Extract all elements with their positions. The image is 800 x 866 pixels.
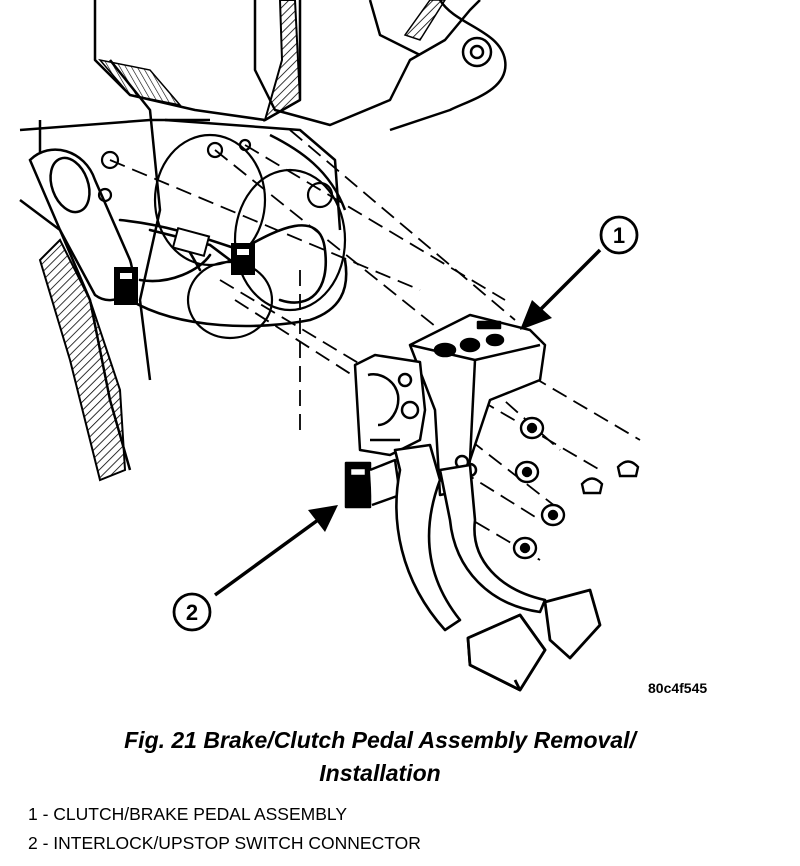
pedal-assembly-diagram: 1 2 bbox=[19, 0, 641, 692]
callout-1: 1 bbox=[520, 215, 639, 330]
steering-column bbox=[19, 148, 134, 471]
booster-openings bbox=[97, 133, 347, 340]
caption-line-2: Installation bbox=[319, 760, 441, 786]
harness-connectors bbox=[114, 226, 255, 305]
legend-item-2: 2 - INTERLOCK/UPSTOP SWITCH CONNECTOR bbox=[28, 833, 421, 853]
legend-item-1: 1 - CLUTCH/BRAKE PEDAL ASSEMBLY bbox=[28, 804, 347, 824]
dash-shading bbox=[38, 0, 446, 482]
pedal-pads bbox=[466, 588, 602, 692]
callout-2-number: 2 bbox=[186, 600, 198, 625]
legend: 1 - CLUTCH/BRAKE PEDAL ASSEMBLY 2 - INTE… bbox=[28, 800, 421, 858]
wiring-harness bbox=[118, 218, 348, 328]
figure-image-id: 80c4f545 bbox=[648, 680, 708, 696]
callout-1-number: 1 bbox=[613, 223, 625, 248]
callout-2: 2 bbox=[172, 505, 338, 632]
pedal-arms bbox=[393, 443, 547, 632]
figure-caption: Fig. 21 Brake/Clutch Pedal Assembly Remo… bbox=[0, 724, 760, 790]
pedal-bracket bbox=[408, 313, 547, 497]
caption-line-1: Fig. 21 Brake/Clutch Pedal Assembly Remo… bbox=[124, 727, 636, 753]
mounting-nuts bbox=[512, 416, 640, 560]
switch-bracket bbox=[344, 353, 427, 509]
